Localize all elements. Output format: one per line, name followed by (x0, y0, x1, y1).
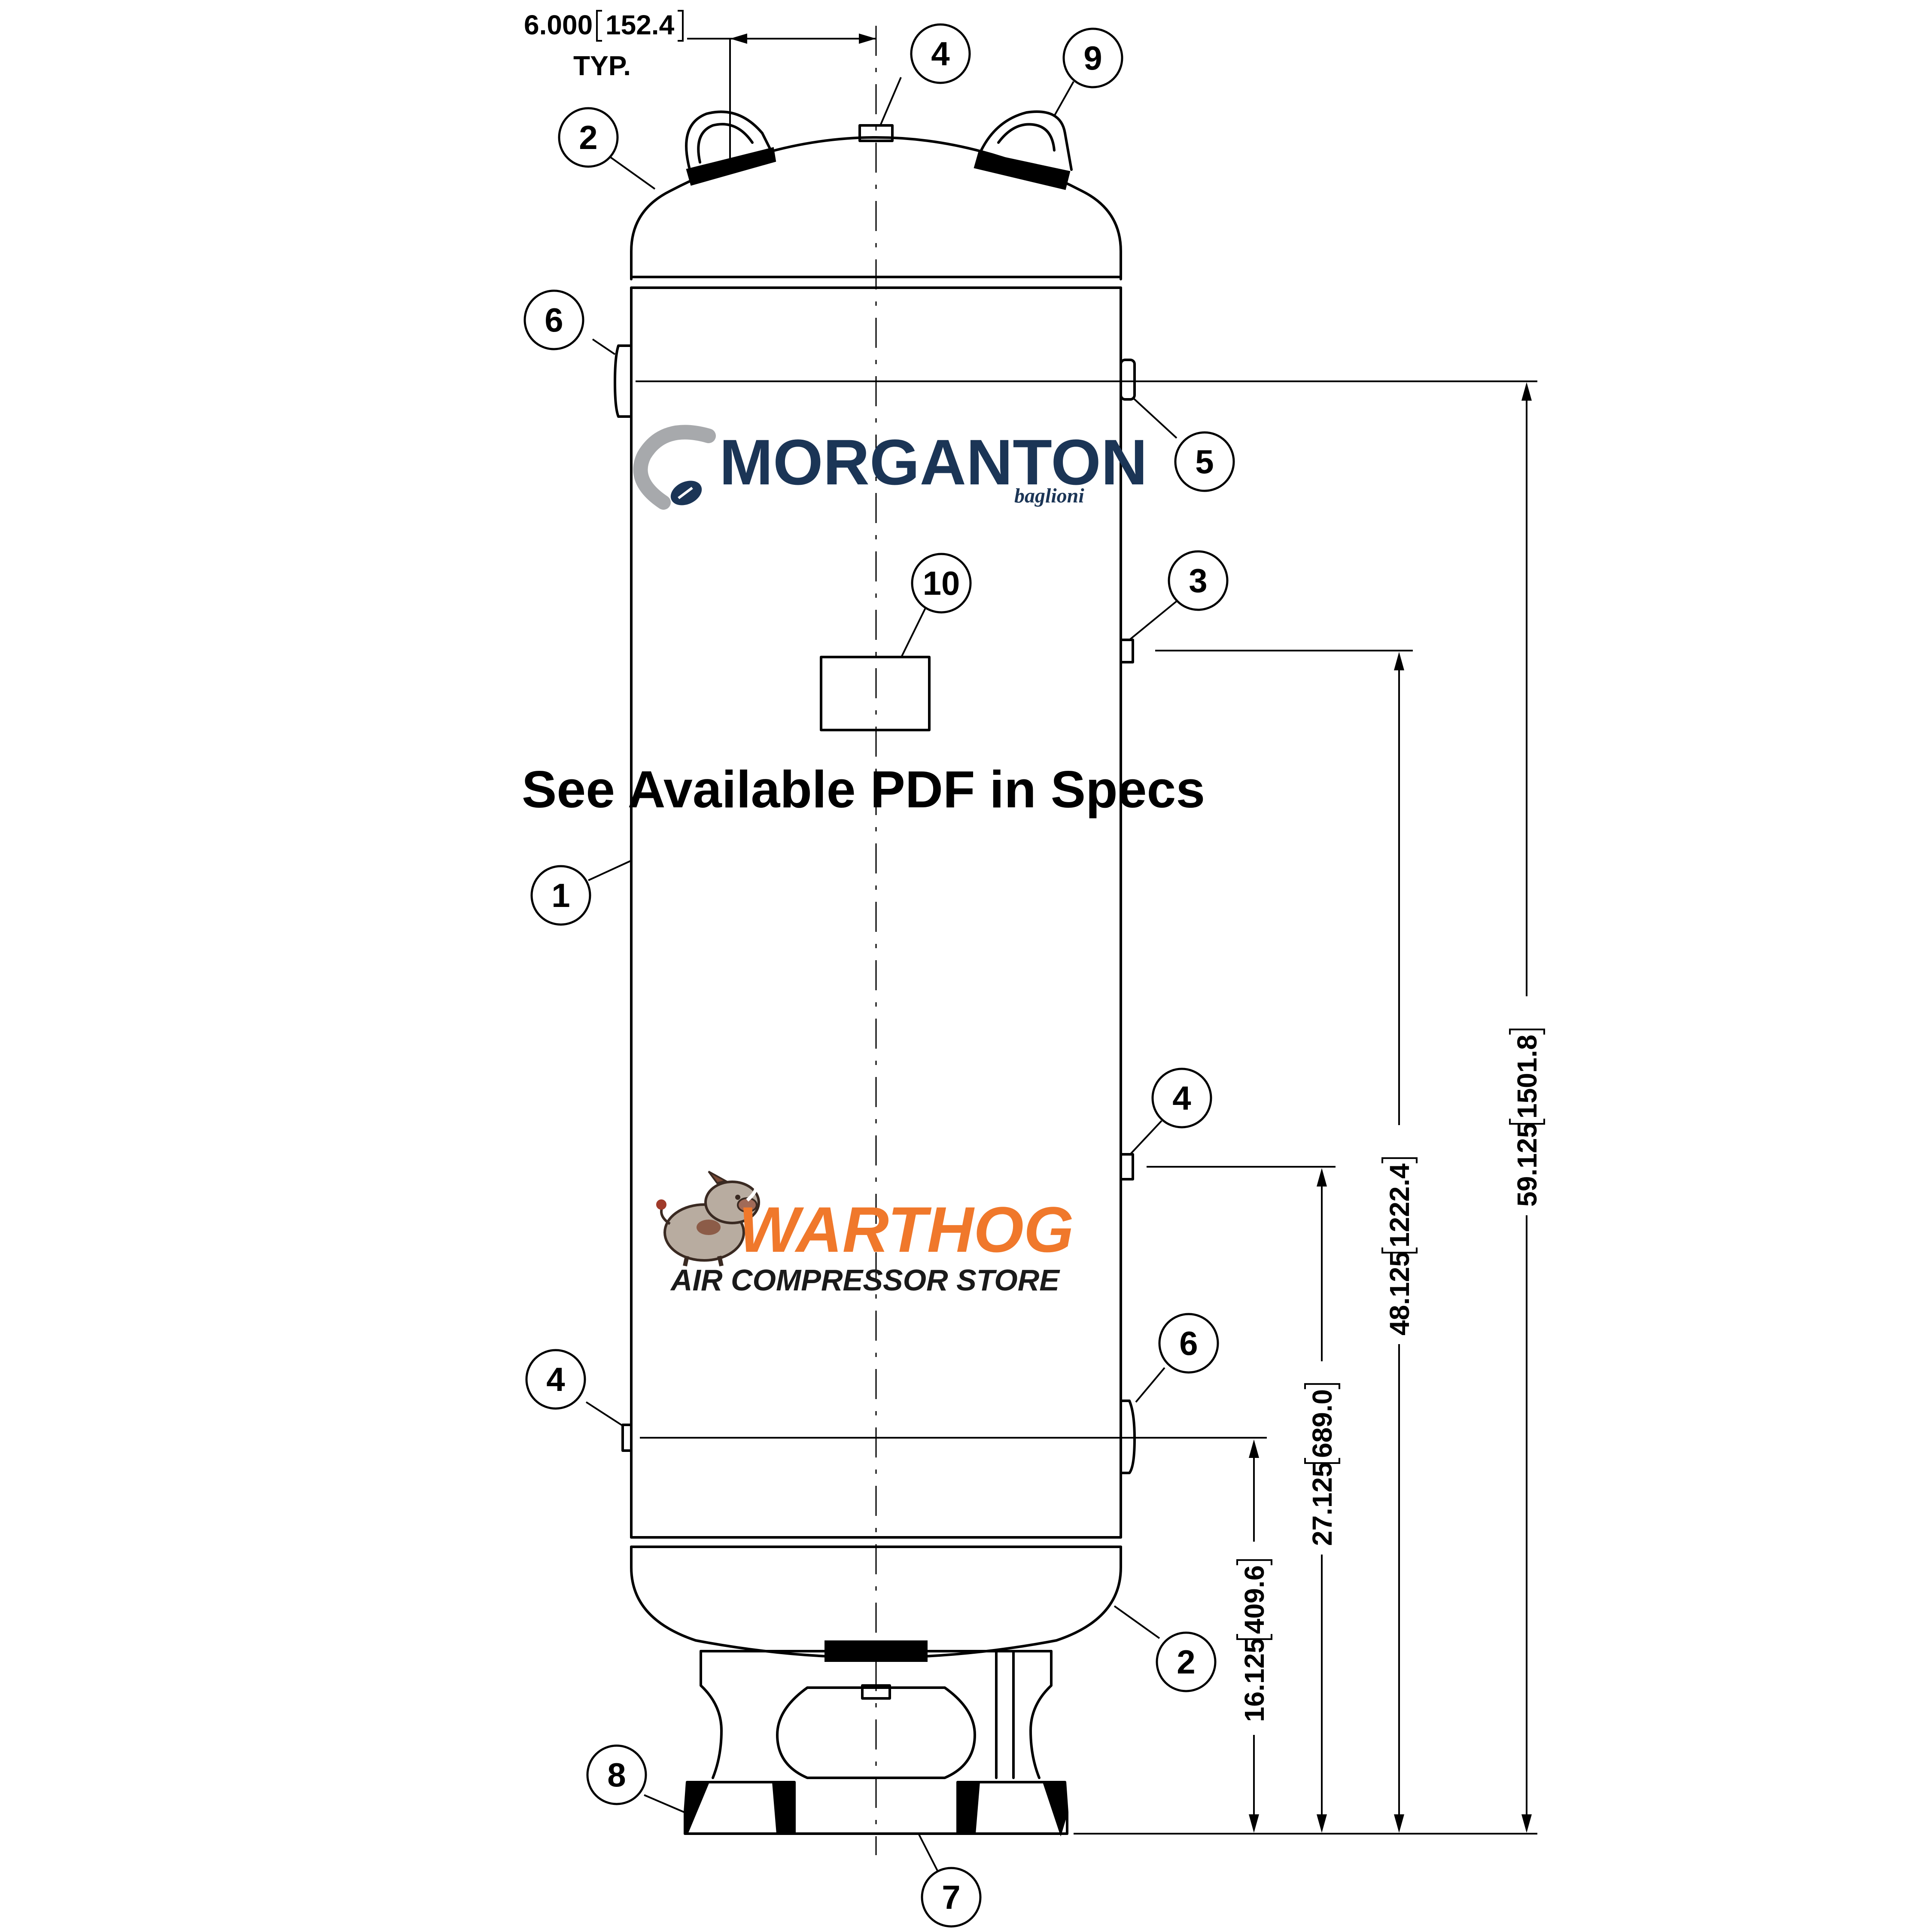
warthog-logo: WARTHOG AIR COMPRESSOR STORE (656, 1171, 1074, 1297)
balloon-9: 9 (1053, 27, 1123, 116)
svg-text:9: 9 (1083, 39, 1102, 77)
warthog-wordmark: WARTHOG (739, 1193, 1074, 1266)
balloon-4-right: 4 (1129, 1068, 1212, 1156)
svg-text:10: 10 (923, 564, 960, 602)
svg-text:6: 6 (545, 301, 563, 339)
dim-label-value: 27.125 (1307, 1462, 1338, 1546)
fitting-4-left (621, 1424, 633, 1452)
dim-label-metric: 409.6 (1239, 1565, 1270, 1634)
dim-label-metric: 689.0 (1307, 1389, 1338, 1458)
svg-text:8: 8 (607, 1756, 626, 1794)
balloon-6-lower: 6 (1135, 1313, 1219, 1403)
dimension-16-125: 16.125 409.6 (1236, 1439, 1272, 1833)
fitting-5 (1120, 359, 1136, 401)
dim-label-metric: 1501.8 (1512, 1034, 1543, 1119)
lifting-lug-left (685, 110, 776, 186)
balloon-4-top: 4 (879, 23, 971, 126)
svg-text:3: 3 (1189, 562, 1207, 599)
dimension-59-125: 59.125 1501.8 (1509, 382, 1545, 1833)
dimension-27-125: 27.125 689.0 (1304, 1168, 1340, 1833)
balloon-7: 7 (918, 1834, 982, 1928)
morganton-wordmark: MORGANTON (719, 426, 1147, 498)
dim-label-value: 16.125 (1239, 1638, 1270, 1722)
dimension-48-125: 48.125 1222.4 (1381, 652, 1418, 1833)
svg-text:4: 4 (546, 1360, 565, 1398)
lifting-lug-right (974, 110, 1073, 190)
nameplate (820, 656, 931, 731)
fitting-4-right (1120, 1153, 1134, 1180)
svg-text:2: 2 (579, 119, 597, 156)
svg-text:5: 5 (1195, 443, 1214, 481)
svg-text:4: 4 (931, 35, 949, 73)
top-dim-value: 6.000 (524, 9, 593, 40)
fitting-3 (1120, 639, 1134, 663)
morganton-swirl-icon (633, 425, 716, 510)
dim-label-metric: 1222.4 (1384, 1163, 1415, 1247)
balloon-2-bottom: 2 (1114, 1605, 1217, 1692)
balloon-2-top: 2 (558, 107, 656, 190)
svg-text:1: 1 (551, 876, 570, 914)
top-coupling (858, 124, 894, 142)
morganton-subbrand: baglioni (1014, 484, 1084, 507)
svg-text:6: 6 (1179, 1324, 1198, 1362)
balloon-4-left: 4 (525, 1349, 624, 1427)
top-head (630, 136, 1122, 280)
balloon-6-upper: 6 (523, 289, 616, 355)
warthog-mascot-icon (656, 1171, 760, 1267)
morganton-logo: MORGANTON baglioni (633, 425, 1147, 510)
balloon-10: 10 (901, 553, 972, 657)
svg-text:2: 2 (1177, 1643, 1195, 1681)
warthog-tagline: AIR COMPRESSOR STORE (670, 1263, 1060, 1297)
base-stand (684, 1650, 1068, 1837)
base-opening (776, 1686, 976, 1779)
balloon-8: 8 (586, 1744, 690, 1815)
fitting-6-upper (614, 344, 633, 418)
dim-label-value: 48.125 (1384, 1251, 1415, 1336)
svg-text:4: 4 (1172, 1079, 1191, 1117)
balloon-5: 5 (1133, 398, 1235, 492)
balloon-3: 3 (1129, 550, 1229, 641)
specs-notice: See Available PDF in Specs (522, 760, 1205, 818)
top-dimension: 6.000 152.4 TYP. (524, 9, 876, 159)
svg-text:7: 7 (942, 1878, 960, 1916)
balloon-1: 1 (530, 860, 631, 926)
dim-label-value: 59.125 (1512, 1123, 1543, 1207)
tank-outline (630, 136, 1122, 1659)
top-dim-metric: 152.4 (605, 9, 675, 40)
top-dim-note: TYP. (573, 50, 631, 81)
